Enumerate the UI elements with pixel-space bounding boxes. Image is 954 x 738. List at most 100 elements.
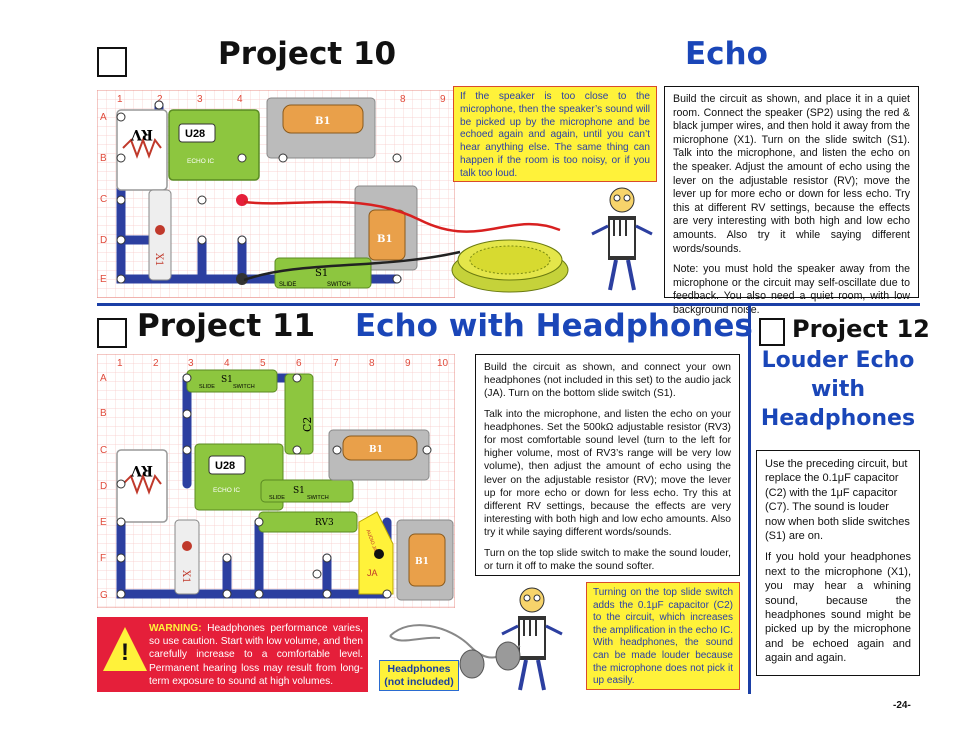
warning-exclamation: ! [121, 639, 129, 666]
project11-checkbox[interactable] [97, 318, 127, 348]
project12-label: Project 12 [792, 315, 930, 343]
p10-col-1: 1 [117, 94, 123, 105]
p11-b1-side-label: B1 [415, 557, 429, 567]
p11-rv3-module[interactable] [258, 511, 358, 533]
horizontal-divider [97, 303, 920, 306]
p11-callout: Turning on the top slide switch adds the… [586, 582, 740, 690]
p10-callout: If the speaker is too close to the micro… [453, 86, 657, 182]
warning-label: WARNING: [149, 623, 202, 634]
p10-col-2: 2 [157, 94, 163, 105]
p10-x1-label: X1 [153, 253, 164, 266]
p10-col-8: 8 [400, 94, 406, 105]
p11-col-4: 4 [224, 358, 230, 369]
p11-rv3-label: RV3 [315, 518, 334, 528]
p11-b1-top-label: B1 [369, 445, 383, 455]
p10-speaker-assembly [243, 200, 569, 293]
p10-rv-module [116, 109, 168, 191]
warning-box: ! WARNING: Headphones performance varies… [97, 617, 368, 692]
p10-switch-label: SWITCH [327, 282, 351, 288]
project12-title-line2: with [810, 377, 866, 402]
project12-checkbox[interactable] [759, 318, 785, 346]
p10-col-4: 4 [237, 94, 243, 105]
project11-board: 1 2 3 4 5 6 7 8 9 10 A B C D E F G C2 S1… [97, 354, 455, 608]
vertical-divider [748, 306, 751, 694]
headphones-icon [389, 624, 521, 679]
p11-bottom-slide-switch[interactable] [260, 479, 354, 503]
p11-col-5: 5 [260, 358, 266, 369]
mascot-icon [591, 187, 653, 291]
p11-row-c: C [100, 445, 107, 456]
p10-row-c: C [100, 194, 107, 205]
p11-row-g: G [100, 590, 108, 601]
p11-instructions: Build the circuit as shown, and connect … [475, 354, 740, 576]
p11-col-7: 7 [333, 358, 339, 369]
p11-col-9: 9 [405, 358, 411, 369]
p10-col-9: 9 [440, 94, 446, 105]
p11-col-2: 2 [153, 358, 159, 369]
p11-callout-text: Turning on the top slide switch adds the… [593, 587, 733, 687]
headphones-label-line2: (not included) [384, 676, 454, 688]
p10-row-a: A [100, 112, 107, 123]
p12-para2: If you hold your headphones next to the … [765, 551, 911, 665]
p11-bottom-s1-label: S1 [293, 486, 305, 496]
p10-para1: Build the circuit as shown, and place it… [673, 93, 910, 255]
p11-para1: Build the circuit as shown, and connect … [484, 362, 731, 400]
p10-callout-text: If the speaker is too close to the micro… [460, 91, 650, 179]
headphones-label-line1: Headphones [387, 663, 451, 675]
p11-x1-label: X1 [180, 570, 191, 583]
project12-title: Louder Echo with Headphones [756, 346, 920, 433]
p10-b1-side-label: B1 [377, 234, 392, 245]
p12-para1: Use the preceding circuit, but replace t… [765, 458, 910, 543]
p11-row-d: D [100, 481, 107, 492]
warning-triangle-icon [103, 627, 147, 671]
p11-c2-label: C2 [301, 417, 314, 432]
p11-top-switch-label: SWITCH [233, 384, 255, 390]
p10-row-e: E [100, 274, 107, 285]
p11-bottom-slide-label: SLIDE [269, 495, 285, 501]
p11-rv-label: RV [130, 462, 153, 478]
p10-row-b: B [100, 153, 107, 164]
mascot-icon-2 [501, 587, 563, 691]
project10-title: Echo [685, 36, 768, 72]
p11-bottom-switch-label: SWITCH [307, 495, 329, 501]
project10-board: 1 2 3 4 8 9 A B C D E RV U28 ECHO IC B1 … [97, 90, 455, 298]
p10-u28-label: U28 [185, 128, 205, 140]
warning-text: WARNING: Headphones performance varies, … [149, 622, 363, 688]
p11-row-e: E [100, 517, 107, 528]
p10-echo-ic-label: ECHO IC [187, 158, 214, 165]
p11-para3: Turn on the top slide switch to make the… [484, 547, 731, 572]
p11-microphone-module [174, 519, 200, 595]
p11-col-8: 8 [369, 358, 375, 369]
p10-s1-label: S1 [315, 268, 328, 279]
p11-row-a: A [100, 373, 107, 384]
p11-col-1: 1 [117, 358, 123, 369]
p11-top-s1-label: S1 [221, 375, 233, 385]
p12-instructions: Use the preceding circuit, but replace t… [756, 450, 920, 676]
p10-instructions: Build the circuit as shown, and place it… [664, 86, 919, 316]
warning-body: Headphones performance varies, so use ca… [149, 623, 363, 687]
p10-rv-label: RV [130, 126, 153, 142]
project11-title: Echo with Headphones [355, 308, 753, 344]
p11-row-b: B [100, 408, 107, 419]
p11-ja-label: JA [367, 568, 378, 578]
project12-title-line1: Louder Echo [761, 348, 915, 373]
project11-label: Project 11 [137, 308, 316, 344]
headphones-label: Headphones (not included) [379, 660, 459, 691]
p10-para2: Note: you must hold the speaker away fro… [673, 263, 910, 316]
p10-row-d: D [100, 235, 107, 246]
p10-slide-label: SLIDE [279, 282, 296, 288]
p10-col-3: 3 [197, 94, 203, 105]
p11-col-6: 6 [296, 358, 302, 369]
project10-label: Project 10 [218, 36, 397, 72]
p11-para2: Talk into the microphone, and listen the… [484, 408, 731, 539]
p11-echo-ic-label: ECHO IC [213, 487, 240, 494]
page-number: -24- [893, 700, 911, 711]
project10-checkbox[interactable] [97, 47, 127, 77]
p11-top-slide-label: SLIDE [199, 384, 215, 390]
p11-col-3: 3 [188, 358, 194, 369]
p11-row-f: F [100, 553, 106, 564]
p10-b1-top-label: B1 [315, 116, 330, 127]
p11-col-10: 10 [437, 358, 449, 369]
p11-c2-module [284, 373, 314, 455]
p11-u28-label: U28 [215, 460, 235, 472]
